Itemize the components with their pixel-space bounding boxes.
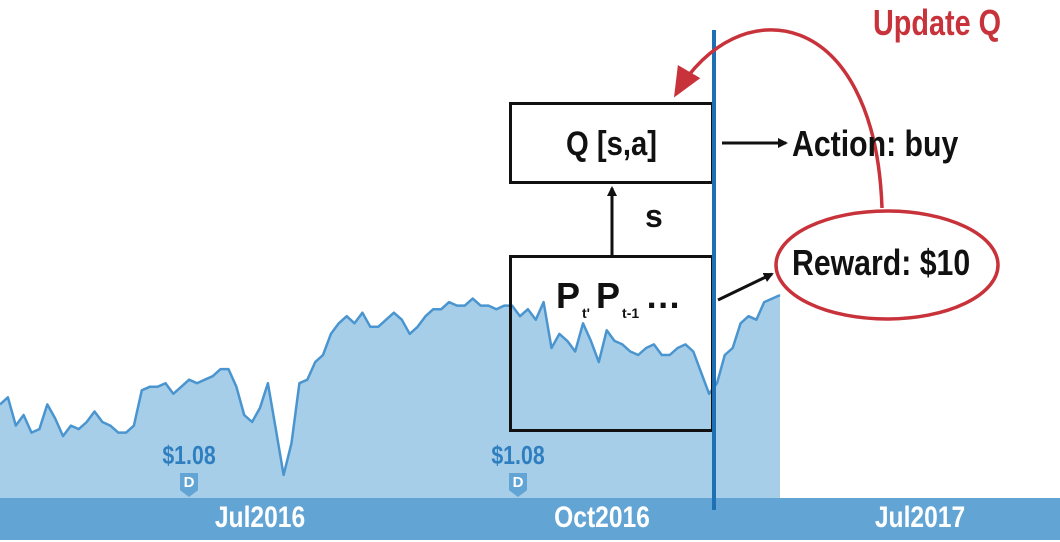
x-tick-jul2017: Jul2017	[874, 501, 966, 534]
x-tick-jul2016: Jul2016	[214, 501, 306, 534]
update-q-label: Update Q	[873, 2, 1002, 43]
reward-arrow	[717, 272, 774, 302]
dividend-label: $1.08	[162, 440, 216, 470]
dividend-flag: D	[509, 473, 527, 497]
update-q-arrow	[673, 28, 884, 209]
time-axis-bar	[0, 498, 1060, 540]
price-t: P	[556, 275, 581, 316]
price-area	[0, 295, 780, 498]
price-line	[0, 293, 781, 477]
q-table-box: Q [s,a]	[509, 102, 714, 184]
reward-ellipse	[774, 209, 1000, 321]
dividend-label: $1.08	[491, 440, 545, 470]
q-table-label: Q [s,a]	[566, 125, 657, 163]
action-label: Action: buy	[792, 123, 959, 164]
price-t-1: P	[596, 275, 621, 316]
reward-label: Reward: $10	[792, 242, 971, 283]
state-label: s	[645, 198, 663, 234]
dividend-flag: D	[180, 473, 198, 497]
x-tick-oct2016: Oct2016	[554, 501, 650, 534]
